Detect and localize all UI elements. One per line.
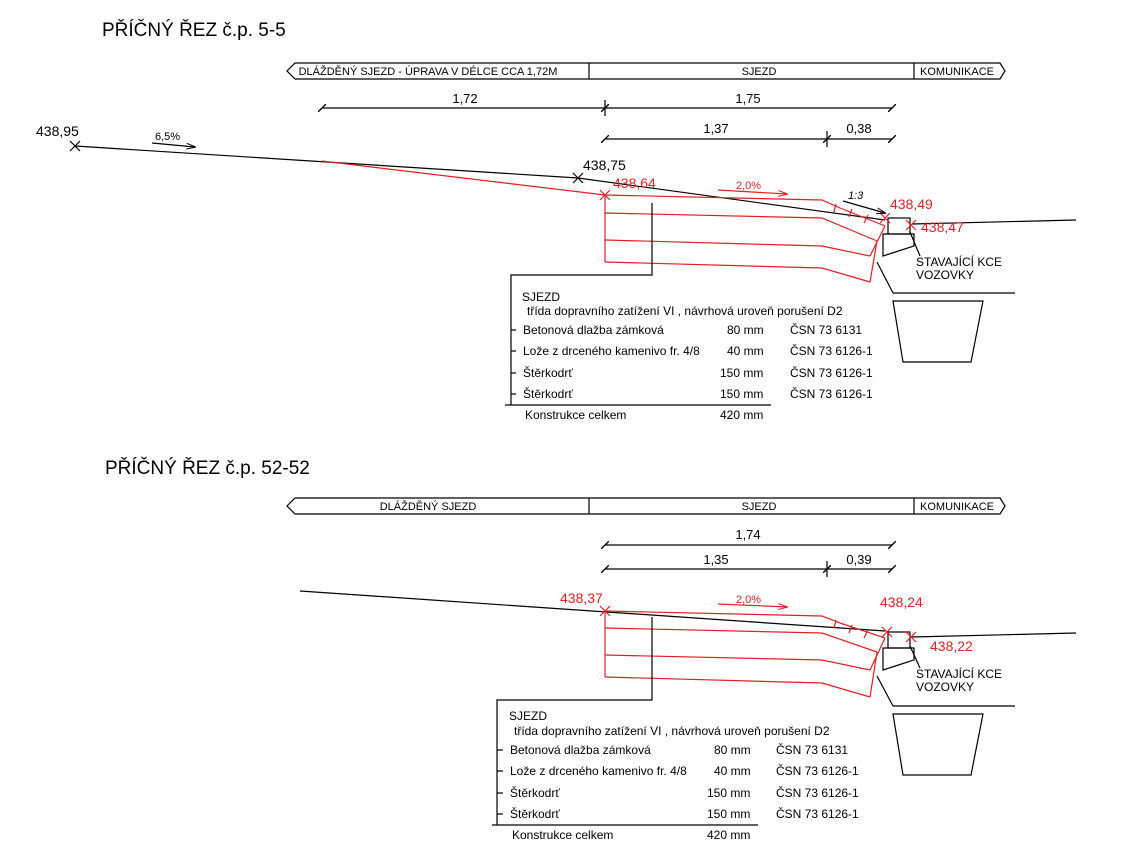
existing-terrain [299, 590, 1077, 638]
elev-left: 438,95 [36, 123, 79, 139]
layer-name: Betonová dlažba zámková [510, 743, 651, 757]
elev-road: 438,47 [921, 219, 964, 235]
layer-norm: ČSN 73 6126-1 [776, 785, 859, 800]
total-name: Konstrukce celkem [525, 408, 626, 422]
layer-thickness: 150 mm [707, 807, 750, 821]
zone-band: DLÁŽDĚNÝ SJEZD - ÚPRAVA V DÉLCE CCA 1,72… [286, 62, 1006, 80]
layer-norm: ČSN 73 6126-1 [776, 806, 859, 821]
layer-name: Štěrkodrť [510, 785, 560, 800]
existing-label-2: VOZOVKY [916, 680, 974, 694]
dim-1-72: 1,72 [452, 91, 477, 106]
total-name: Konstrukce celkem [512, 828, 613, 842]
existing-label-2: VOZOVKY [916, 268, 974, 282]
elev-curb: 438,49 [890, 196, 933, 212]
layer-thickness: 150 mm [720, 387, 763, 401]
dim-1-35: 1,35 [703, 552, 728, 567]
elev-start: 438,64 [613, 175, 656, 191]
dimension-lines: 1,72 1,75 1,37 0,38 [322, 91, 892, 147]
band-label-paving: DLÁŽDĚNÝ SJEZD [380, 500, 477, 513]
existing-road-structure: STAVAJÍCÍ KCE VOZOVKY [876, 217, 1015, 363]
layer-thickness: 80 mm [727, 323, 764, 337]
slope-left-label: 6,5% [155, 131, 180, 143]
layer-table: SJEZD třída dopravního zatížení VI , náv… [505, 203, 873, 422]
elev-curb: 438,24 [880, 594, 923, 610]
layer-name: Betonová dlažba zámková [523, 323, 664, 337]
layer-name: Lože z drceného kamenivo fr. 4/8 [510, 764, 687, 778]
existing-label-1: STAVAJÍCÍ KCE [916, 254, 1002, 269]
existing-road-structure: STAVAJÍCÍ KCE VOZOVKY [876, 631, 1015, 776]
layer-name: Štěrkodrť [523, 386, 573, 401]
design-profile: 438,37 438,24 438,22 2,0% [560, 590, 973, 698]
table-head: SJEZD [509, 709, 547, 723]
section-52-52: PŘÍČNÝ ŘEZ č.p. 52-52 DLÁŽDĚNÝ SJEZD SJE… [105, 457, 1077, 842]
slope-label: 2,0% [736, 594, 761, 606]
existing-terrain: 438,95 438,75 6,5% [36, 123, 1077, 225]
layer-thickness: 80 mm [714, 743, 751, 757]
total-thickness: 420 mm [707, 828, 750, 842]
dim-0-38: 0,38 [846, 121, 871, 136]
table-head: SJEZD [522, 290, 560, 304]
total-thickness: 420 mm [720, 408, 763, 422]
layer-thickness: 40 mm [714, 764, 751, 778]
dim-1-37: 1,37 [703, 121, 728, 136]
band-label-driveway: SJEZD [742, 66, 777, 78]
elev-road: 438,22 [930, 638, 973, 654]
layer-norm: ČSN 73 6126-1 [776, 763, 859, 778]
layer-thickness: 150 mm [707, 786, 750, 800]
section-title: PŘÍČNÝ ŘEZ č.p. 5-5 [102, 19, 286, 41]
ratio-label: 1:3 [848, 190, 864, 202]
section-title: PŘÍČNÝ ŘEZ č.p. 52-52 [105, 457, 310, 479]
dim-1-74: 1,74 [735, 527, 760, 542]
zone-band: DLÁŽDĚNÝ SJEZD SJEZD KOMUNIKACE [286, 497, 1006, 515]
band-label-road: KOMUNIKACE [920, 501, 994, 513]
section-5-5: PŘÍČNÝ ŘEZ č.p. 5-5 DLÁŽDĚNÝ SJEZD - ÚPR… [36, 19, 1077, 422]
layer-norm: ČSN 73 6126-1 [790, 386, 873, 401]
layer-thickness: 150 mm [720, 366, 763, 380]
layer-name: Štěrkodrť [510, 806, 560, 821]
layer-name: Štěrkodrť [523, 365, 573, 380]
layer-table: SJEZD třída dopravního zatížení VI , náv… [492, 617, 859, 842]
existing-label-1: STAVAJÍCÍ KCE [916, 666, 1002, 681]
elev-start: 438,37 [560, 590, 603, 606]
layer-thickness: 40 mm [727, 344, 764, 358]
dimension-lines: 1,74 1,35 0,39 [605, 527, 892, 577]
table-sub: třída dopravního zatížení VI , návrhová … [527, 304, 843, 318]
elev-existing-mid: 438,75 [583, 157, 626, 173]
design-profile: 438,64 438,49 438,47 2,0% 1:3 [321, 160, 964, 283]
dim-1-75: 1,75 [735, 91, 760, 106]
layer-name: Lože z drceného kamenivo fr. 4/8 [523, 344, 700, 358]
band-label-driveway: SJEZD [742, 501, 777, 513]
band-label-road: KOMUNIKACE [920, 66, 994, 78]
slope-label: 2,0% [736, 180, 761, 192]
table-sub: třída dopravního zatížení VI , návrhová … [514, 724, 830, 738]
band-label-paving: DLÁŽDĚNÝ SJEZD - ÚPRAVA V DÉLCE CCA 1,72… [299, 65, 558, 78]
layer-norm: ČSN 73 6131 [776, 742, 848, 757]
layer-norm: ČSN 73 6131 [790, 322, 862, 337]
layer-norm: ČSN 73 6126-1 [790, 343, 873, 358]
dim-0-39: 0,39 [846, 552, 871, 567]
layer-norm: ČSN 73 6126-1 [790, 365, 873, 380]
